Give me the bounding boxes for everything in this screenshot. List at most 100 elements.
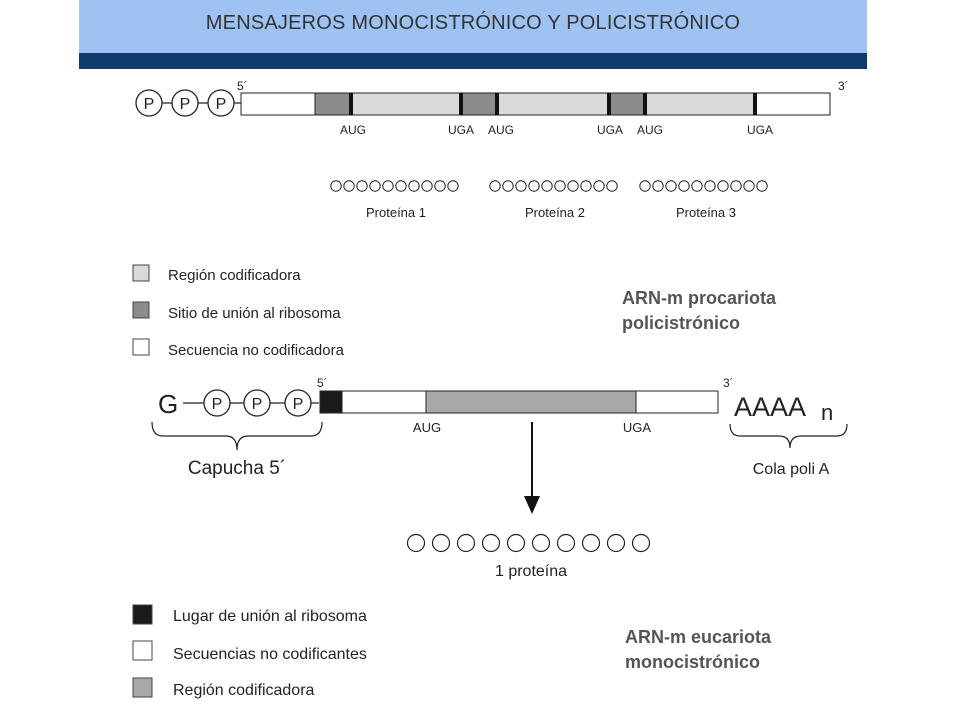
noncoding-segment [635,390,719,414]
amino-acid-bead [652,180,664,192]
amino-acid-bead [556,533,576,553]
amino-acid-bead [447,180,459,192]
cap-label: Capucha 5´ [188,458,286,479]
protein-chain [406,533,651,553]
poly-a-label: AAAA [734,392,806,422]
phosphate-circle [243,389,271,417]
codon-label: UGA [747,123,773,137]
phosphate-label: P [212,396,223,413]
amino-acid-bead [406,533,426,553]
amino-acid-bead [395,180,407,192]
legend-label: Secuencia no codificadora [168,342,345,359]
phosphate-label: P [144,96,155,113]
poly-a-n-label: n [821,400,833,425]
phosphate-label: P [252,396,263,413]
amino-acid-bead [639,180,651,192]
amino-acid-bead [567,180,579,192]
cap-g-label: G [158,389,178,419]
amino-acid-bead [554,180,566,192]
amino-acid-bead [531,533,551,553]
coding-segment [644,92,756,116]
amino-acid-bead [631,533,651,553]
translation-arrow [524,422,540,514]
codon-label: AUG [637,123,663,137]
eukaryote-legend: Lugar de unión al ribosoma Secuencias no… [132,604,367,699]
legend-label: Región codificadora [173,682,315,699]
coding-segment [350,92,462,116]
amino-acid-bead [541,180,553,192]
amino-acid-bead [343,180,355,192]
phosphate-label: P [216,96,227,113]
amino-acid-bead [606,180,618,192]
eukaryote-mrna: G P P P 5´ 3´ AAAA n AUG UGA [158,376,833,435]
codon-label: AUG [413,420,441,435]
three-prime-label: 3´ [838,79,849,93]
phosphate-circle [284,389,312,417]
amino-acid-bead [369,180,381,192]
amino-acid-bead [330,180,342,192]
phosphate-circle [203,389,231,417]
amino-acid-bead [431,533,451,553]
legend-swatch [132,604,153,625]
amino-acid-bead [756,180,768,192]
amino-acid-bead [580,180,592,192]
page-title: MENSAJEROS MONOCISTRÓNICO Y POLICISTRÓNI… [205,12,741,34]
codon-label: UGA [448,123,474,137]
amino-acid-bead [506,533,526,553]
noncoding-segment [754,92,831,116]
codon-label: UGA [597,123,623,137]
five-prime-label: 5´ [237,79,248,93]
phosphate-circle [171,89,199,117]
amino-acid-bead [606,533,626,553]
legend-swatch [132,677,153,698]
legend-label: Sitio de unión al ribosoma [168,305,341,322]
amino-acid-bead [408,180,420,192]
amino-acid-bead [704,180,716,192]
protein-label: Proteína 2 [525,205,585,220]
amino-acid-bead [593,180,605,192]
header-band [79,53,867,69]
legend-label: Secuencias no codificantes [173,646,367,663]
rbs-segment [608,92,646,116]
noncoding-segment [341,390,427,414]
rbs-segment [314,92,352,116]
phosphate-label: P [180,96,191,113]
amino-acid-bead [481,533,501,553]
prokaryote-mrna: P P P 5´ 3´ AUG UGA AUG [135,79,849,137]
coding-segment [425,390,637,414]
amino-acid-bead [730,180,742,192]
eukaryote-caption: monocistrónico [625,652,760,672]
tail-label: Cola poli A [753,461,830,478]
five-prime-label: 5´ [317,376,328,390]
protein-label: 1 proteína [495,563,567,580]
rbs-segment [319,390,343,414]
amino-acid-bead [502,180,514,192]
legend-swatch [132,264,150,282]
eukaryote-caption: ARN-m eucariota [625,627,772,647]
legend-swatch [132,338,150,356]
coding-segment [496,92,610,116]
amino-acid-bead [434,180,446,192]
amino-acid-bead [382,180,394,192]
amino-acid-bead [515,180,527,192]
codon-label: UGA [623,420,652,435]
legend-swatch [132,640,153,661]
three-prime-label: 3´ [723,376,734,390]
amino-acid-bead [581,533,601,553]
phosphate-circle [207,89,235,117]
phosphate-circle [135,89,163,117]
tail-brace [729,423,848,449]
header: MENSAJEROS MONOCISTRÓNICO Y POLICISTRÓNI… [79,0,867,53]
noncoding-segment [240,92,316,116]
prokaryote-caption: ARN-m procariota [622,288,777,308]
legend-swatch [132,301,150,319]
amino-acid-bead [489,180,501,192]
protein-label: Proteína 3 [676,205,736,220]
cap-brace [151,421,323,451]
amino-acid-bead [421,180,433,192]
codon-label: AUG [340,123,366,137]
legend-label: Lugar de unión al ribosoma [173,608,367,625]
prokaryote-legend: Región codificadora Sitio de unión al ri… [132,264,345,359]
diagram: P P P 5´ 3´ AUG UGA AUG [132,79,849,699]
legend-label: Región codificadora [168,267,301,284]
